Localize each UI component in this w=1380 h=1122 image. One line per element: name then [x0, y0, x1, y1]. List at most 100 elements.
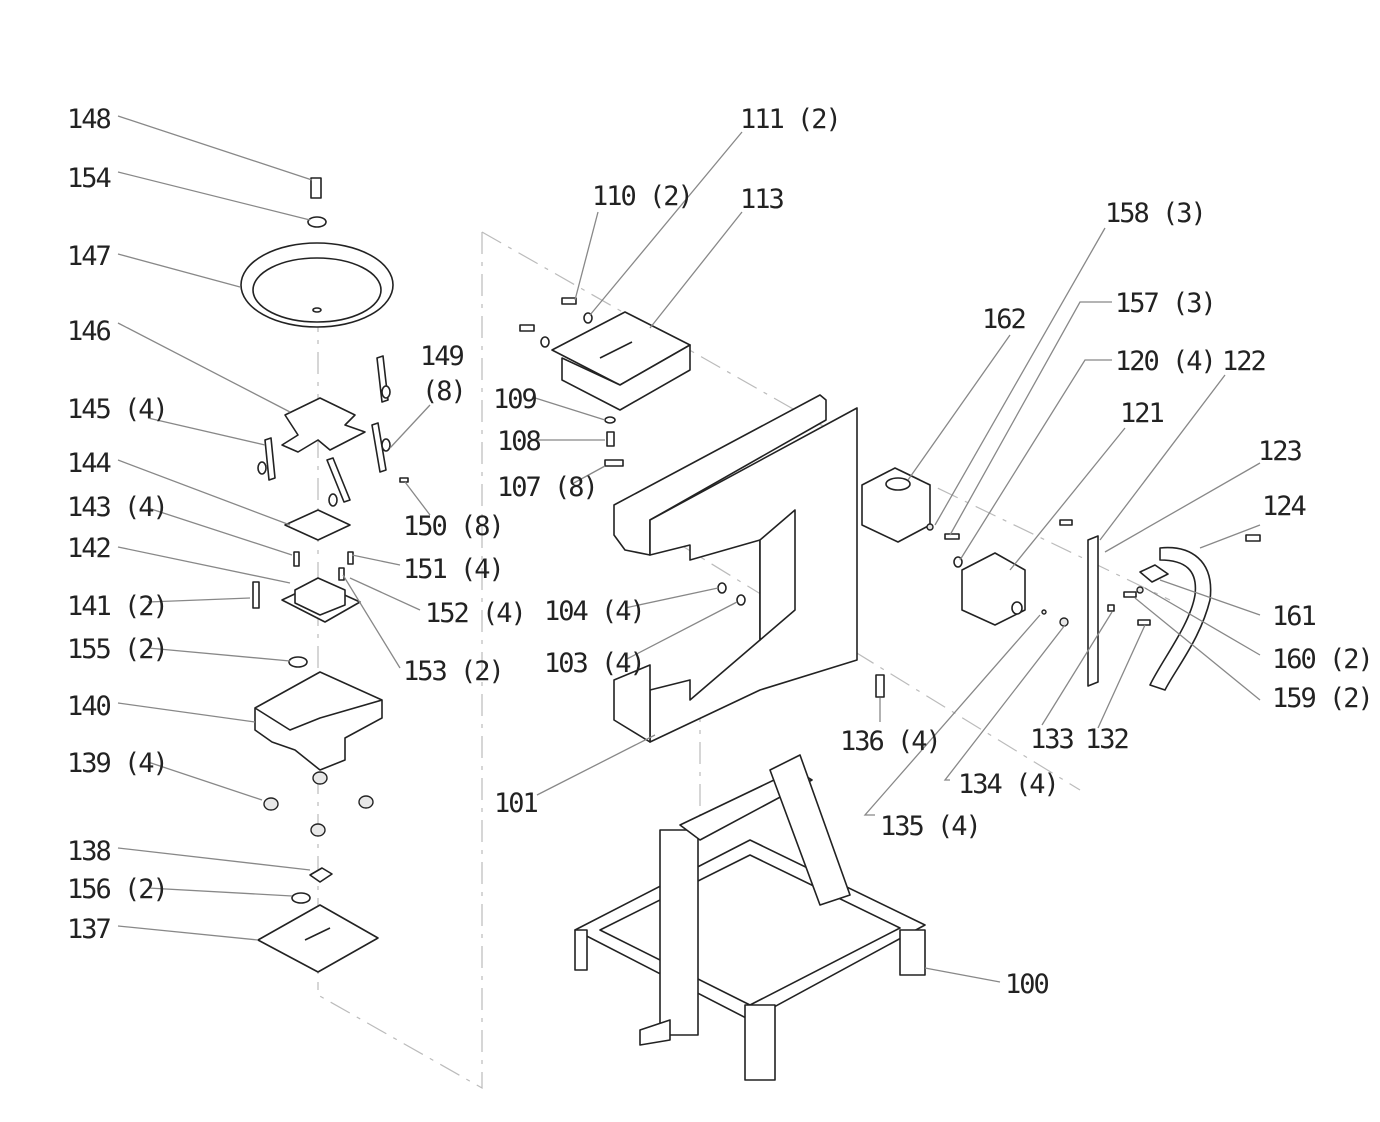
leader-line	[1099, 374, 1226, 541]
leader-line	[536, 734, 656, 796]
leader-line	[389, 404, 431, 449]
leader-line	[117, 253, 241, 288]
part-label: 143 (4)	[67, 492, 167, 523]
leader-line	[949, 301, 1112, 536]
part-label: 162	[982, 304, 1025, 335]
part-121-capacitor-box	[944, 533, 1026, 626]
leader-line	[1097, 624, 1146, 729]
part-label: 156 (2)	[67, 874, 167, 905]
leader-line	[589, 131, 743, 316]
part-label: 137	[67, 914, 111, 945]
leader-line	[1009, 427, 1126, 571]
part-137-base-plate	[257, 904, 379, 973]
leader-line	[1134, 597, 1261, 701]
leader-line	[351, 554, 401, 566]
part-label: 148	[67, 104, 111, 135]
part-label: 134 (4)	[958, 769, 1058, 800]
part-label: 147	[67, 241, 111, 272]
part-label: 154	[67, 163, 111, 194]
part-156-washer	[291, 892, 311, 904]
part-label: 107 (8)	[497, 472, 597, 503]
leader-line	[117, 702, 256, 723]
part-label: 161	[1272, 601, 1316, 632]
part-144-plate	[284, 509, 351, 541]
leader-line	[624, 601, 738, 661]
part-label: 122	[1222, 346, 1265, 377]
part-label: 132	[1085, 724, 1128, 755]
leader-line	[863, 614, 1041, 816]
leader-line	[404, 481, 431, 516]
leader-line	[531, 396, 606, 421]
part-label: 139 (4)	[67, 748, 167, 779]
leader-line	[117, 847, 311, 871]
part-label: 153 (2)	[403, 656, 503, 687]
leader-line	[959, 359, 1112, 561]
part-label: 100	[1005, 969, 1049, 1000]
leader-line	[117, 459, 291, 526]
leader-line	[147, 647, 291, 662]
part-label: 123	[1258, 436, 1302, 467]
part-113-cover	[551, 311, 691, 411]
leader-line	[1199, 524, 1261, 549]
part-142-motor	[252, 551, 361, 623]
part-label: 120 (4)	[1115, 346, 1215, 377]
leader-line	[349, 577, 421, 611]
part-label: 140	[67, 691, 111, 722]
part-label: 157 (3)	[1115, 288, 1215, 319]
part-label: 146	[67, 316, 111, 347]
part-138-clip	[309, 867, 333, 883]
part-label: 150 (8)	[403, 511, 503, 542]
part-label: 101	[494, 788, 538, 819]
part-162-switch-box	[861, 467, 934, 543]
part-139-feet	[263, 771, 374, 837]
part-label: 152 (4)	[425, 598, 525, 629]
leader-line	[1144, 587, 1261, 656]
part-140-base-block	[254, 671, 383, 771]
leader-line	[924, 967, 1001, 983]
leader-lines	[117, 115, 1261, 983]
part-label: 145 (4)	[67, 394, 167, 425]
part-label: 113	[740, 184, 784, 215]
leader-line	[117, 546, 291, 584]
leader-line	[147, 597, 251, 603]
part-label: 109	[493, 384, 537, 415]
leader-line	[624, 587, 719, 609]
leader-line	[117, 171, 311, 221]
leader-line	[907, 334, 1011, 481]
leader-line	[1104, 462, 1261, 553]
part-label: 136 (4)	[840, 726, 940, 757]
part-cable	[1149, 546, 1212, 691]
part-label: 151 (4)	[403, 554, 503, 585]
part-label: 159 (2)	[1272, 683, 1372, 714]
part-148-bolt	[310, 177, 322, 199]
leader-line	[1159, 579, 1261, 616]
leader-line	[571, 465, 606, 485]
part-label: 108	[497, 426, 541, 457]
part-label: 158 (3)	[1105, 198, 1205, 229]
part-label: 103 (4)	[544, 648, 644, 679]
leader-line	[117, 322, 291, 413]
part-146-cross-bracket	[257, 355, 409, 507]
part-147-bowl	[240, 242, 394, 328]
leader-line	[147, 417, 266, 446]
leader-line	[117, 115, 313, 181]
part-label: 104 (4)	[544, 596, 644, 627]
leader-line	[147, 887, 293, 897]
part-label: 135 (4)	[880, 811, 980, 842]
leader-line	[649, 211, 743, 329]
part-label: 142	[67, 533, 110, 564]
part-label: 141 (2)	[67, 591, 167, 622]
leader-line	[943, 624, 1066, 781]
part-159-160-161-connector	[1107, 534, 1261, 626]
leader-line	[1041, 611, 1113, 726]
part-122-bar	[1041, 519, 1099, 687]
leader-line	[934, 227, 1106, 526]
leader-line	[147, 507, 293, 556]
part-label: 124	[1262, 491, 1306, 522]
part-label: 149	[420, 341, 464, 372]
part-110-111-screws	[519, 297, 624, 467]
part-101-frame	[613, 394, 885, 743]
